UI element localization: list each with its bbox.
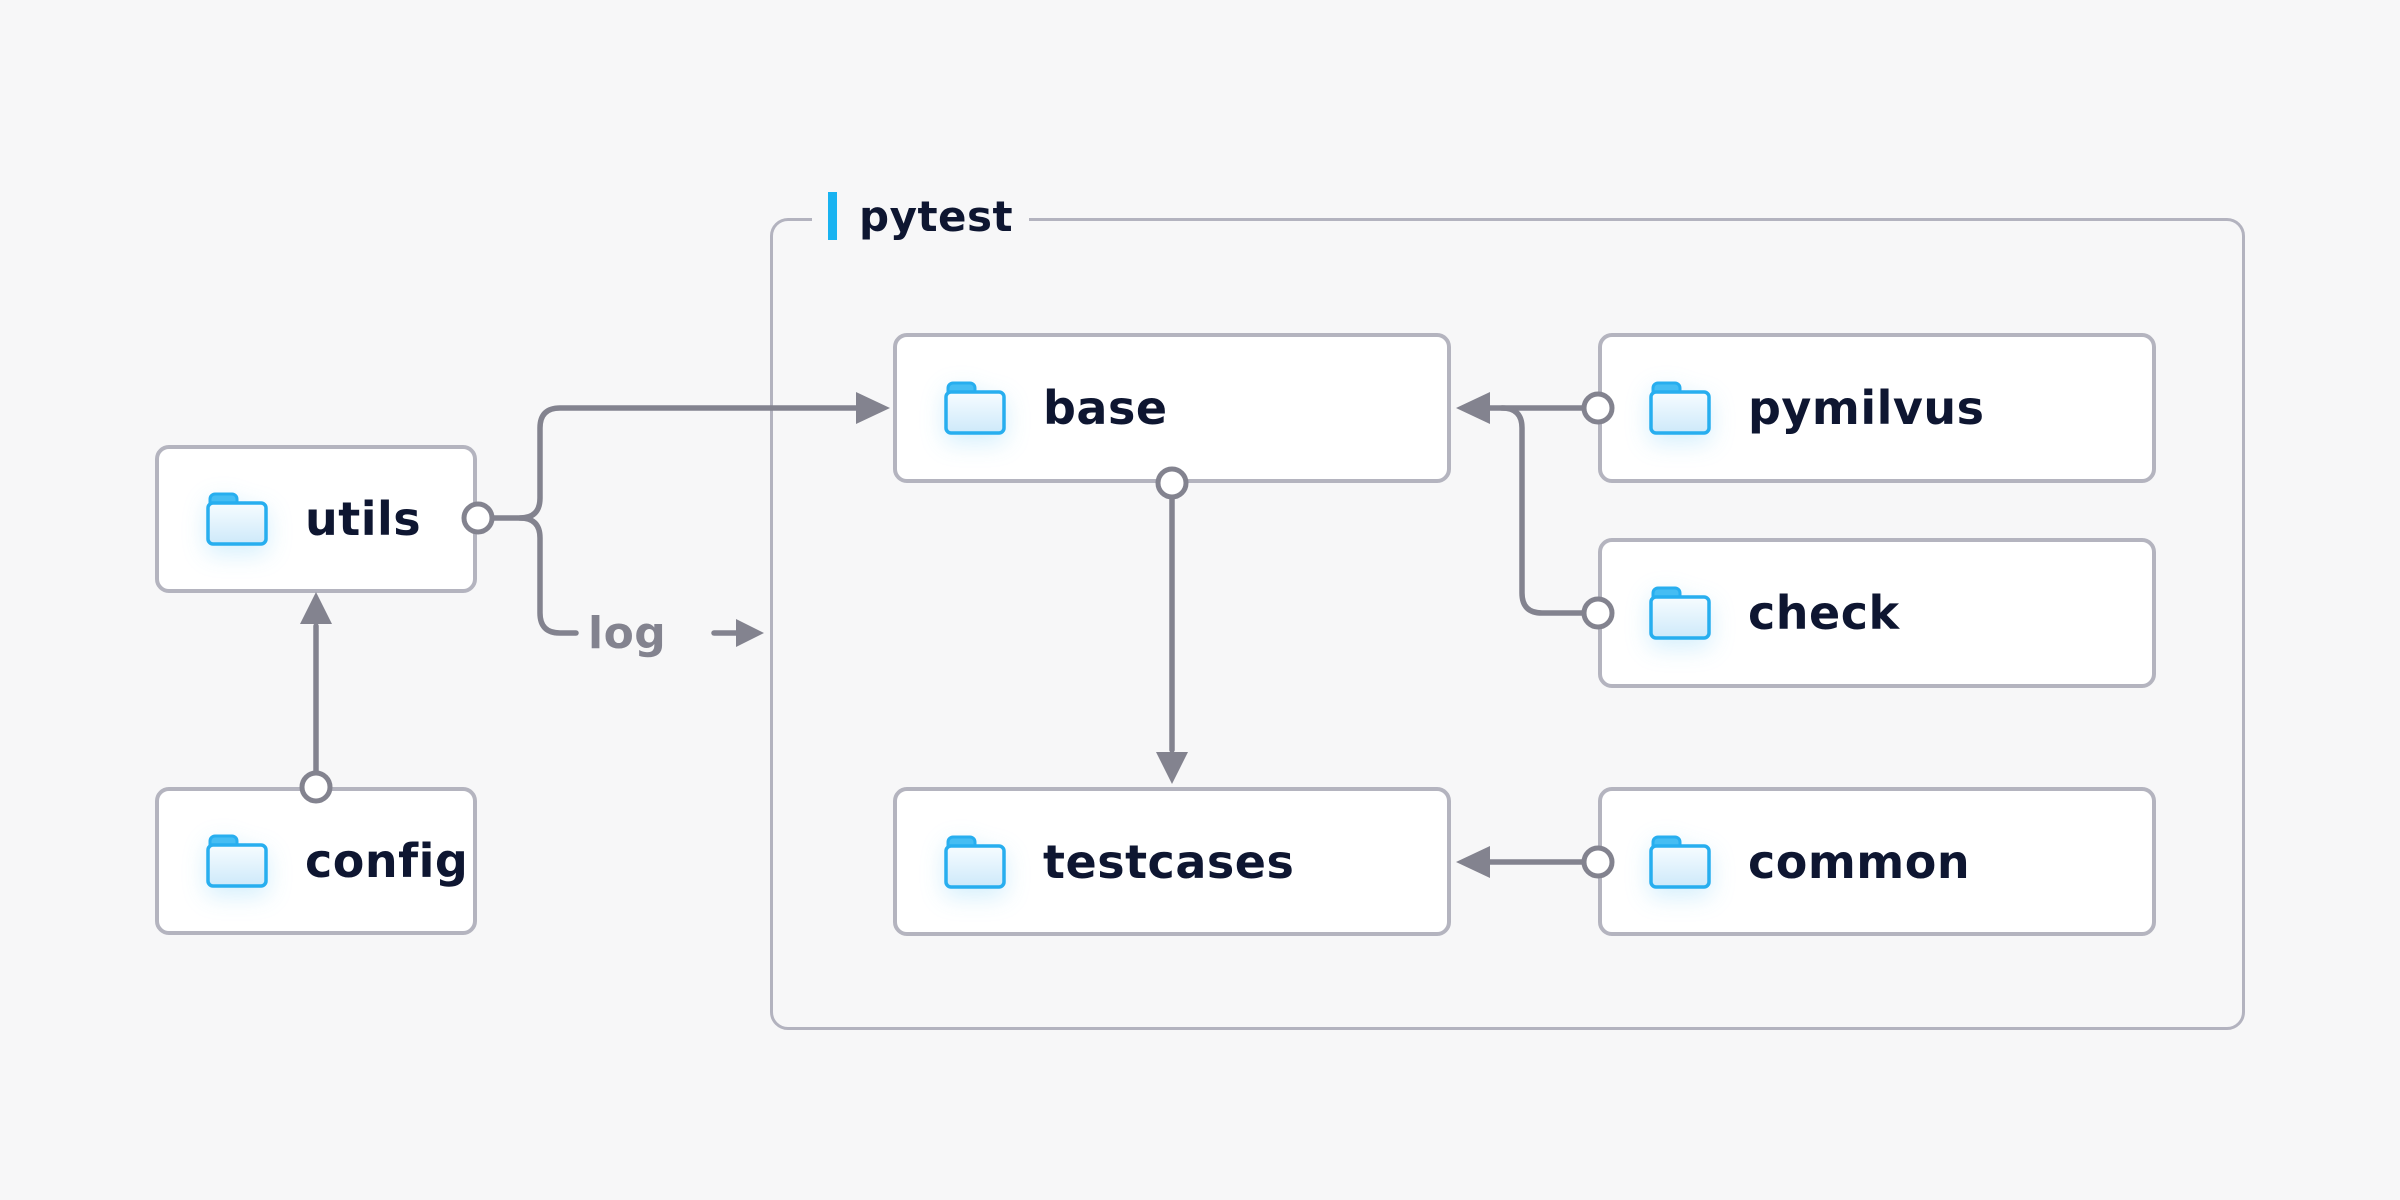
folder-icon: [1648, 585, 1712, 641]
node-label: pymilvus: [1748, 381, 1985, 435]
pytest-label: pytest: [812, 184, 1030, 248]
accent-bar-icon: [828, 192, 837, 240]
node-check: check: [1598, 538, 2156, 688]
edge-config-utils: [299, 592, 333, 804]
pytest-label-text: pytest: [859, 191, 1014, 241]
folder-icon: [205, 833, 269, 889]
edge-label-log: log: [588, 607, 667, 659]
folder-icon: [943, 834, 1007, 890]
node-common: common: [1598, 787, 2156, 936]
node-testcases: testcases: [893, 787, 1451, 936]
node-label: check: [1748, 586, 1900, 640]
pytest-container: [770, 218, 2245, 1030]
node-utils: utils: [155, 445, 477, 593]
node-label: config: [305, 834, 469, 888]
node-config: config: [155, 787, 477, 935]
node-label: base: [1043, 381, 1168, 435]
node-label: common: [1748, 834, 1971, 889]
node-label: utils: [305, 492, 422, 546]
folder-icon: [1648, 380, 1712, 436]
folder-icon: [1648, 834, 1712, 890]
node-base: base: [893, 333, 1451, 483]
node-pymilvus: pymilvus: [1598, 333, 2156, 483]
folder-icon: [943, 380, 1007, 436]
node-label: testcases: [1043, 834, 1295, 889]
folder-icon: [205, 491, 269, 547]
